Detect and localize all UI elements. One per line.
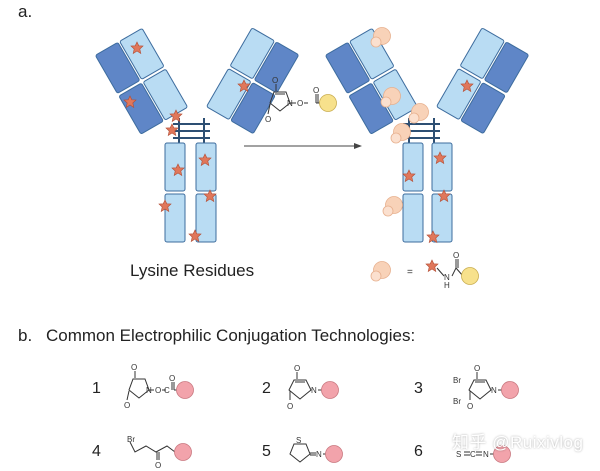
structure-4-bromoketone bbox=[129, 441, 192, 461]
structure-5-thiolane-imine bbox=[289, 443, 343, 463]
svg-text:O: O bbox=[169, 374, 175, 383]
nhs-ester-reagent bbox=[267, 84, 337, 115]
watermark: 知乎 @Ruixivlog bbox=[452, 433, 584, 452]
legend-n: N bbox=[444, 273, 450, 282]
item-number-6: 6 bbox=[414, 443, 423, 460]
svg-text:O: O bbox=[294, 364, 300, 373]
svg-text:N: N bbox=[311, 386, 317, 395]
structure-1-nhs-ester bbox=[126, 371, 194, 401]
reagent-o-mid: O bbox=[297, 99, 303, 108]
item-number-4: 4 bbox=[92, 443, 101, 460]
svg-text:Br: Br bbox=[127, 435, 135, 444]
panel-b-letter: b. bbox=[18, 326, 33, 345]
svg-text:O: O bbox=[287, 402, 293, 411]
item-number-3: 3 bbox=[414, 380, 423, 397]
svg-text:Br: Br bbox=[453, 397, 461, 406]
svg-text:C: C bbox=[164, 386, 170, 395]
reaction-arrow bbox=[244, 143, 362, 149]
item-number-5: 5 bbox=[262, 443, 271, 460]
svg-text:O: O bbox=[124, 401, 130, 410]
lysine-residues-caption: Lysine Residues bbox=[130, 261, 255, 280]
svg-text:O: O bbox=[467, 402, 473, 411]
item-number-2: 2 bbox=[262, 380, 271, 397]
reagent-o-carb: O bbox=[313, 86, 319, 95]
svg-text:O: O bbox=[155, 461, 161, 470]
conjugate-legend bbox=[370, 259, 479, 285]
antibody-conjugated bbox=[325, 28, 529, 243]
reagent-o-bot: O bbox=[265, 115, 271, 124]
svg-text:N: N bbox=[316, 450, 322, 459]
svg-text:O: O bbox=[155, 386, 161, 395]
panel-a-letter: a. bbox=[18, 2, 33, 21]
structure-3-dibromomaleimide bbox=[468, 372, 519, 400]
svg-text:O: O bbox=[474, 364, 480, 373]
structure-6-isothiocyanate bbox=[464, 445, 511, 463]
reagent-o-top: O bbox=[272, 76, 278, 85]
legend-equals: = bbox=[407, 267, 413, 278]
svg-text:O: O bbox=[131, 363, 137, 372]
antibody-unmodified bbox=[95, 28, 299, 243]
legend-o: O bbox=[453, 251, 459, 260]
legend-h: H bbox=[444, 281, 450, 290]
svg-text:S: S bbox=[456, 450, 461, 459]
svg-text:Br: Br bbox=[453, 376, 461, 385]
structure-2-maleimide bbox=[288, 372, 339, 400]
svg-text:S: S bbox=[296, 436, 301, 445]
svg-text:C: C bbox=[470, 450, 476, 459]
svg-text:N: N bbox=[491, 386, 497, 395]
svg-text:N: N bbox=[483, 450, 489, 459]
svg-text:N: N bbox=[146, 386, 152, 395]
reagent-n: N bbox=[287, 99, 293, 108]
panel-b-title: Common Electrophilic Conjugation Technol… bbox=[46, 326, 416, 345]
item-number-1: 1 bbox=[92, 380, 101, 397]
